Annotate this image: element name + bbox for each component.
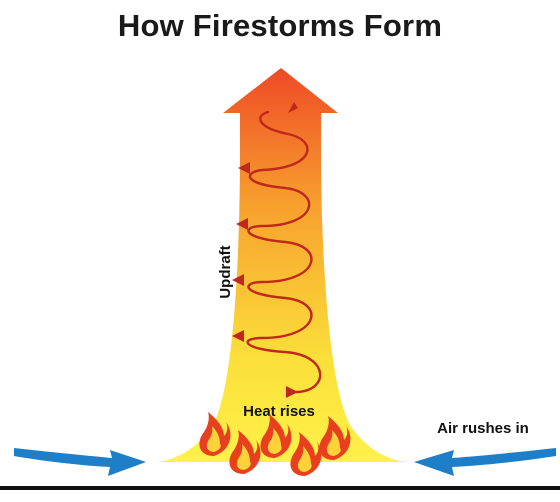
flame-icon xyxy=(199,412,231,456)
updraft-label: Updraft xyxy=(217,245,234,298)
diagram-title: How Firestorms Form xyxy=(117,8,443,43)
wind-arrow-icon-right xyxy=(414,448,556,476)
wind-arrow-icon-left xyxy=(14,448,146,476)
updraft-arrow-icon xyxy=(157,68,406,462)
flame-icon xyxy=(260,414,292,458)
ground-line xyxy=(0,486,560,490)
flame-icon xyxy=(319,416,351,460)
spiral-arrowheads xyxy=(232,102,298,398)
flames xyxy=(199,412,351,476)
spiral-arrow-icon xyxy=(246,110,322,394)
air-rushes-in-label: Air rushes in xyxy=(437,420,529,437)
flame-icon xyxy=(290,432,322,476)
flame-icon xyxy=(229,430,261,474)
heat-rises-label: Heat rises xyxy=(243,403,315,420)
